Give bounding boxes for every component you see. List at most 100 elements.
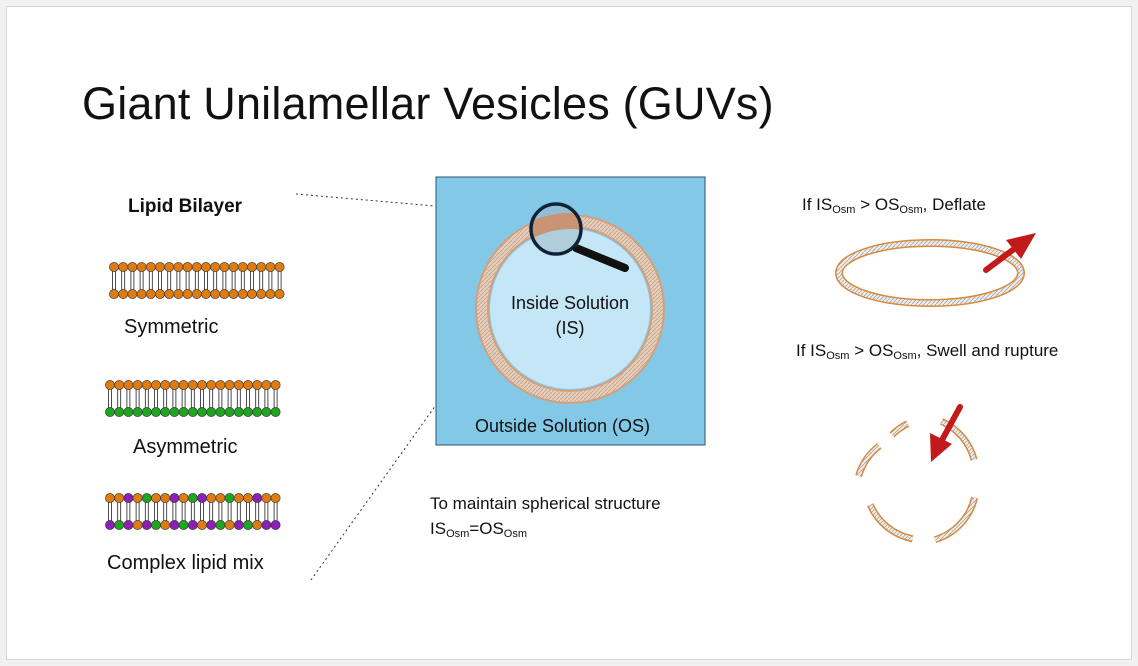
lipid-head-bottom	[206, 407, 217, 417]
lipid-head-top	[136, 262, 147, 272]
lipid-head-bottom	[136, 289, 147, 299]
lipid-head-bottom	[173, 289, 184, 299]
lipid-head-top	[160, 380, 171, 390]
lipid-head-top	[243, 380, 253, 390]
swell-condition: If ISOsm > OSOsm, Swell and rupture	[796, 341, 1059, 362]
bilayer-asymmetric-strip	[105, 380, 281, 417]
bilayer-label-asymmetric: Asymmetric	[133, 436, 238, 458]
lipid-head-top	[178, 493, 189, 503]
lipid-head-top	[191, 262, 202, 272]
lipid-head-bottom	[123, 407, 134, 417]
lipid-head-top	[215, 380, 226, 390]
lipid-head-top	[219, 262, 230, 272]
lipid-head-top	[141, 380, 152, 390]
lipid-head-bottom	[105, 520, 115, 530]
inward-arrow-icon	[930, 404, 963, 462]
ruptured-vesicle	[855, 418, 979, 544]
lipid-head-bottom	[169, 407, 180, 417]
lipid-head-bottom	[178, 520, 189, 530]
lipid-head-bottom	[215, 520, 226, 530]
lipid-head-bottom	[228, 289, 239, 299]
lipid-head-bottom	[261, 407, 272, 417]
lipid-head-top	[155, 262, 165, 272]
lipid-head-top	[178, 380, 189, 390]
lipid-head-top	[169, 493, 180, 503]
lipid-head-bottom	[197, 520, 207, 530]
bilayer-complex-strip	[105, 493, 281, 530]
lipid-head-bottom	[247, 289, 257, 299]
lipid-head-top	[256, 262, 267, 272]
lipid-head-top	[247, 262, 257, 272]
lipid-head-bottom	[160, 520, 171, 530]
lipid-head-top	[141, 493, 152, 503]
lipid-head-bottom	[160, 407, 171, 417]
lipid-head-top	[270, 493, 281, 503]
deflate-condition: If ISOsm > OSOsm, Deflate	[802, 195, 986, 216]
lipid-head-top	[164, 262, 175, 272]
lipid-head-bottom	[252, 407, 263, 417]
lipid-head-top	[252, 380, 263, 390]
lipid-head-top	[237, 262, 248, 272]
lipid-head-top	[132, 380, 143, 390]
equilibrium-note-equation: ISOsm=OSOsm	[430, 519, 528, 540]
lipid-head-top	[261, 380, 272, 390]
lipid-head-bottom	[118, 289, 129, 299]
lipid-head-top	[123, 493, 134, 503]
lipid-head-top	[210, 262, 221, 272]
lipid-head-top	[105, 493, 115, 503]
lipid-head-top	[274, 262, 285, 272]
lipid-head-top	[109, 262, 119, 272]
lipid-head-bottom	[141, 407, 152, 417]
lipid-head-bottom	[237, 289, 248, 299]
lipid-head-top	[206, 493, 217, 503]
lipid-head-bottom	[243, 407, 253, 417]
lipid-head-top	[197, 493, 207, 503]
lipid-head-bottom	[127, 289, 138, 299]
lipid-head-top	[261, 493, 272, 503]
lipid-head-bottom	[132, 407, 143, 417]
lipid-head-bottom	[132, 520, 143, 530]
lipid-head-bottom	[274, 289, 285, 299]
lipid-head-top	[187, 493, 198, 503]
lipid-head-top	[243, 493, 253, 503]
lipid-head-bottom	[233, 520, 244, 530]
outside-solution-label: Outside Solution (OS)	[474, 416, 651, 436]
zoom-line-top	[295, 193, 541, 216]
lipid-head-top	[197, 380, 207, 390]
lipid-head-top	[151, 493, 161, 503]
lipid-head-bottom	[114, 520, 125, 530]
lipid-head-top	[114, 493, 125, 503]
bilayer-label-symmetric: Symmetric	[124, 316, 219, 338]
lipid-head-top	[151, 380, 161, 390]
lipid-head-bottom	[270, 520, 281, 530]
inside-solution-label: Inside Solution	[510, 293, 630, 313]
lipid-head-bottom	[123, 520, 134, 530]
lipid-head-top	[123, 380, 134, 390]
lipid-head-bottom	[224, 520, 235, 530]
lipid-head-top	[132, 493, 143, 503]
lipid-head-top	[224, 493, 235, 503]
lipid-head-top	[145, 262, 156, 272]
lipid-head-bottom	[197, 407, 207, 417]
lipid-head-top	[118, 262, 129, 272]
lipid-head-bottom	[109, 289, 119, 299]
bilayer-heading: Lipid Bilayer	[128, 196, 243, 217]
lipid-head-top	[233, 493, 244, 503]
lipid-head-bottom	[178, 407, 189, 417]
lipid-head-bottom	[256, 289, 267, 299]
lipid-head-top	[228, 262, 239, 272]
lipid-head-top	[252, 493, 263, 503]
lipid-head-bottom	[233, 407, 244, 417]
lipid-head-bottom	[182, 289, 193, 299]
lipid-head-bottom	[155, 289, 165, 299]
lipid-head-bottom	[151, 520, 161, 530]
outward-arrow-icon	[983, 233, 1036, 273]
magnifying-glass-icon	[529, 202, 629, 272]
lipid-head-top	[182, 262, 193, 272]
lipid-head-top	[114, 380, 125, 390]
lipid-head-bottom	[270, 407, 281, 417]
lipid-head-top	[160, 493, 171, 503]
lipid-head-top	[127, 262, 138, 272]
lipid-head-bottom	[114, 407, 125, 417]
